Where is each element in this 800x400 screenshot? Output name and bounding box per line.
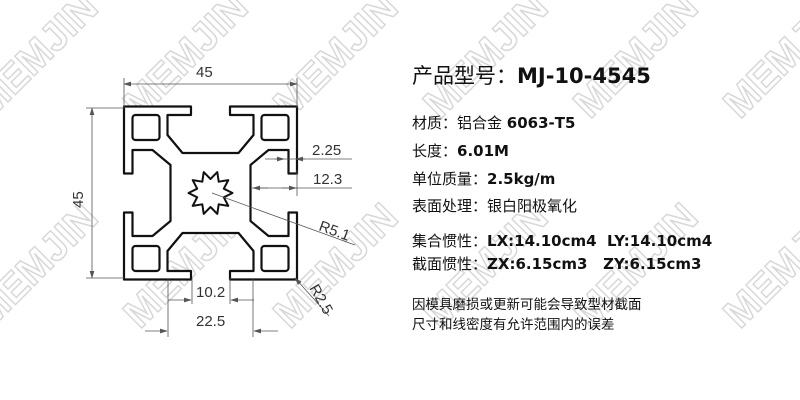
dim-lip: 2.25 — [312, 142, 341, 159]
spec-label: 表面处理： — [412, 197, 488, 215]
dim-slot-width: 22.5 — [196, 313, 225, 330]
spec-bold: ZX:6.15cm3 ZY:6.15cm3 — [487, 255, 702, 273]
spec-row: 表面处理：银白阳极氧化 — [412, 195, 577, 216]
dim-corner-radius: R2.5 — [306, 282, 337, 318]
spec-row: 单位质量：2.5kg/m — [412, 168, 555, 189]
center-hole — [187, 171, 234, 215]
spec-row: 材质：铝合金 6063-T5 — [412, 112, 575, 133]
spec-label: 材质： — [412, 114, 458, 132]
spec-bold: 2.5kg/m — [487, 170, 556, 188]
spec-row: 截面惯性：ZX:6.15cm3 ZY:6.15cm3 — [412, 253, 702, 274]
spec-row: 长度：6.01M — [412, 140, 509, 161]
dim-height: 45 — [70, 191, 87, 208]
corner-hollow — [260, 244, 290, 273]
dim-slot-opening: 10.2 — [196, 284, 225, 301]
model-value: MJ-10-4545 — [517, 64, 651, 88]
spec-bold: 6063-T5 — [506, 114, 576, 132]
corner-hollow — [131, 113, 161, 142]
dim-depth: 12.3 — [313, 171, 342, 188]
dim-center-radius: R5.1 — [317, 218, 353, 245]
dimension-lines — [86, 78, 356, 337]
spec-label: 单位质量： — [412, 170, 488, 188]
dim-width: 45 — [196, 64, 213, 81]
corner-hollow — [131, 244, 161, 273]
spec-value: 铝合金 — [457, 114, 507, 132]
spec-bold: 6.01M — [457, 142, 509, 160]
product-model: 产品型号：MJ-10-4545 — [412, 60, 651, 90]
spec-value: 银白阳极氧化 — [487, 197, 578, 215]
aluminum-profile-section — [122, 105, 299, 281]
corner-hollow — [260, 113, 290, 142]
spec-label: 集合惯性： — [412, 232, 488, 250]
spec-row: 集合惯性：LX:14.10cm4 LY:14.10cm4 — [412, 230, 712, 251]
spec-bold: LX:14.10cm4 LY:14.10cm4 — [487, 232, 713, 250]
model-label: 产品型号： — [412, 64, 517, 88]
note-line-1: 因模具磨损或更新可能会导致型材截面 — [412, 297, 642, 313]
spec-label: 长度： — [412, 142, 458, 160]
note-line-2: 尺寸和线密度有允许范围内的误差 — [412, 317, 615, 333]
spec-label: 截面惯性： — [412, 255, 488, 273]
